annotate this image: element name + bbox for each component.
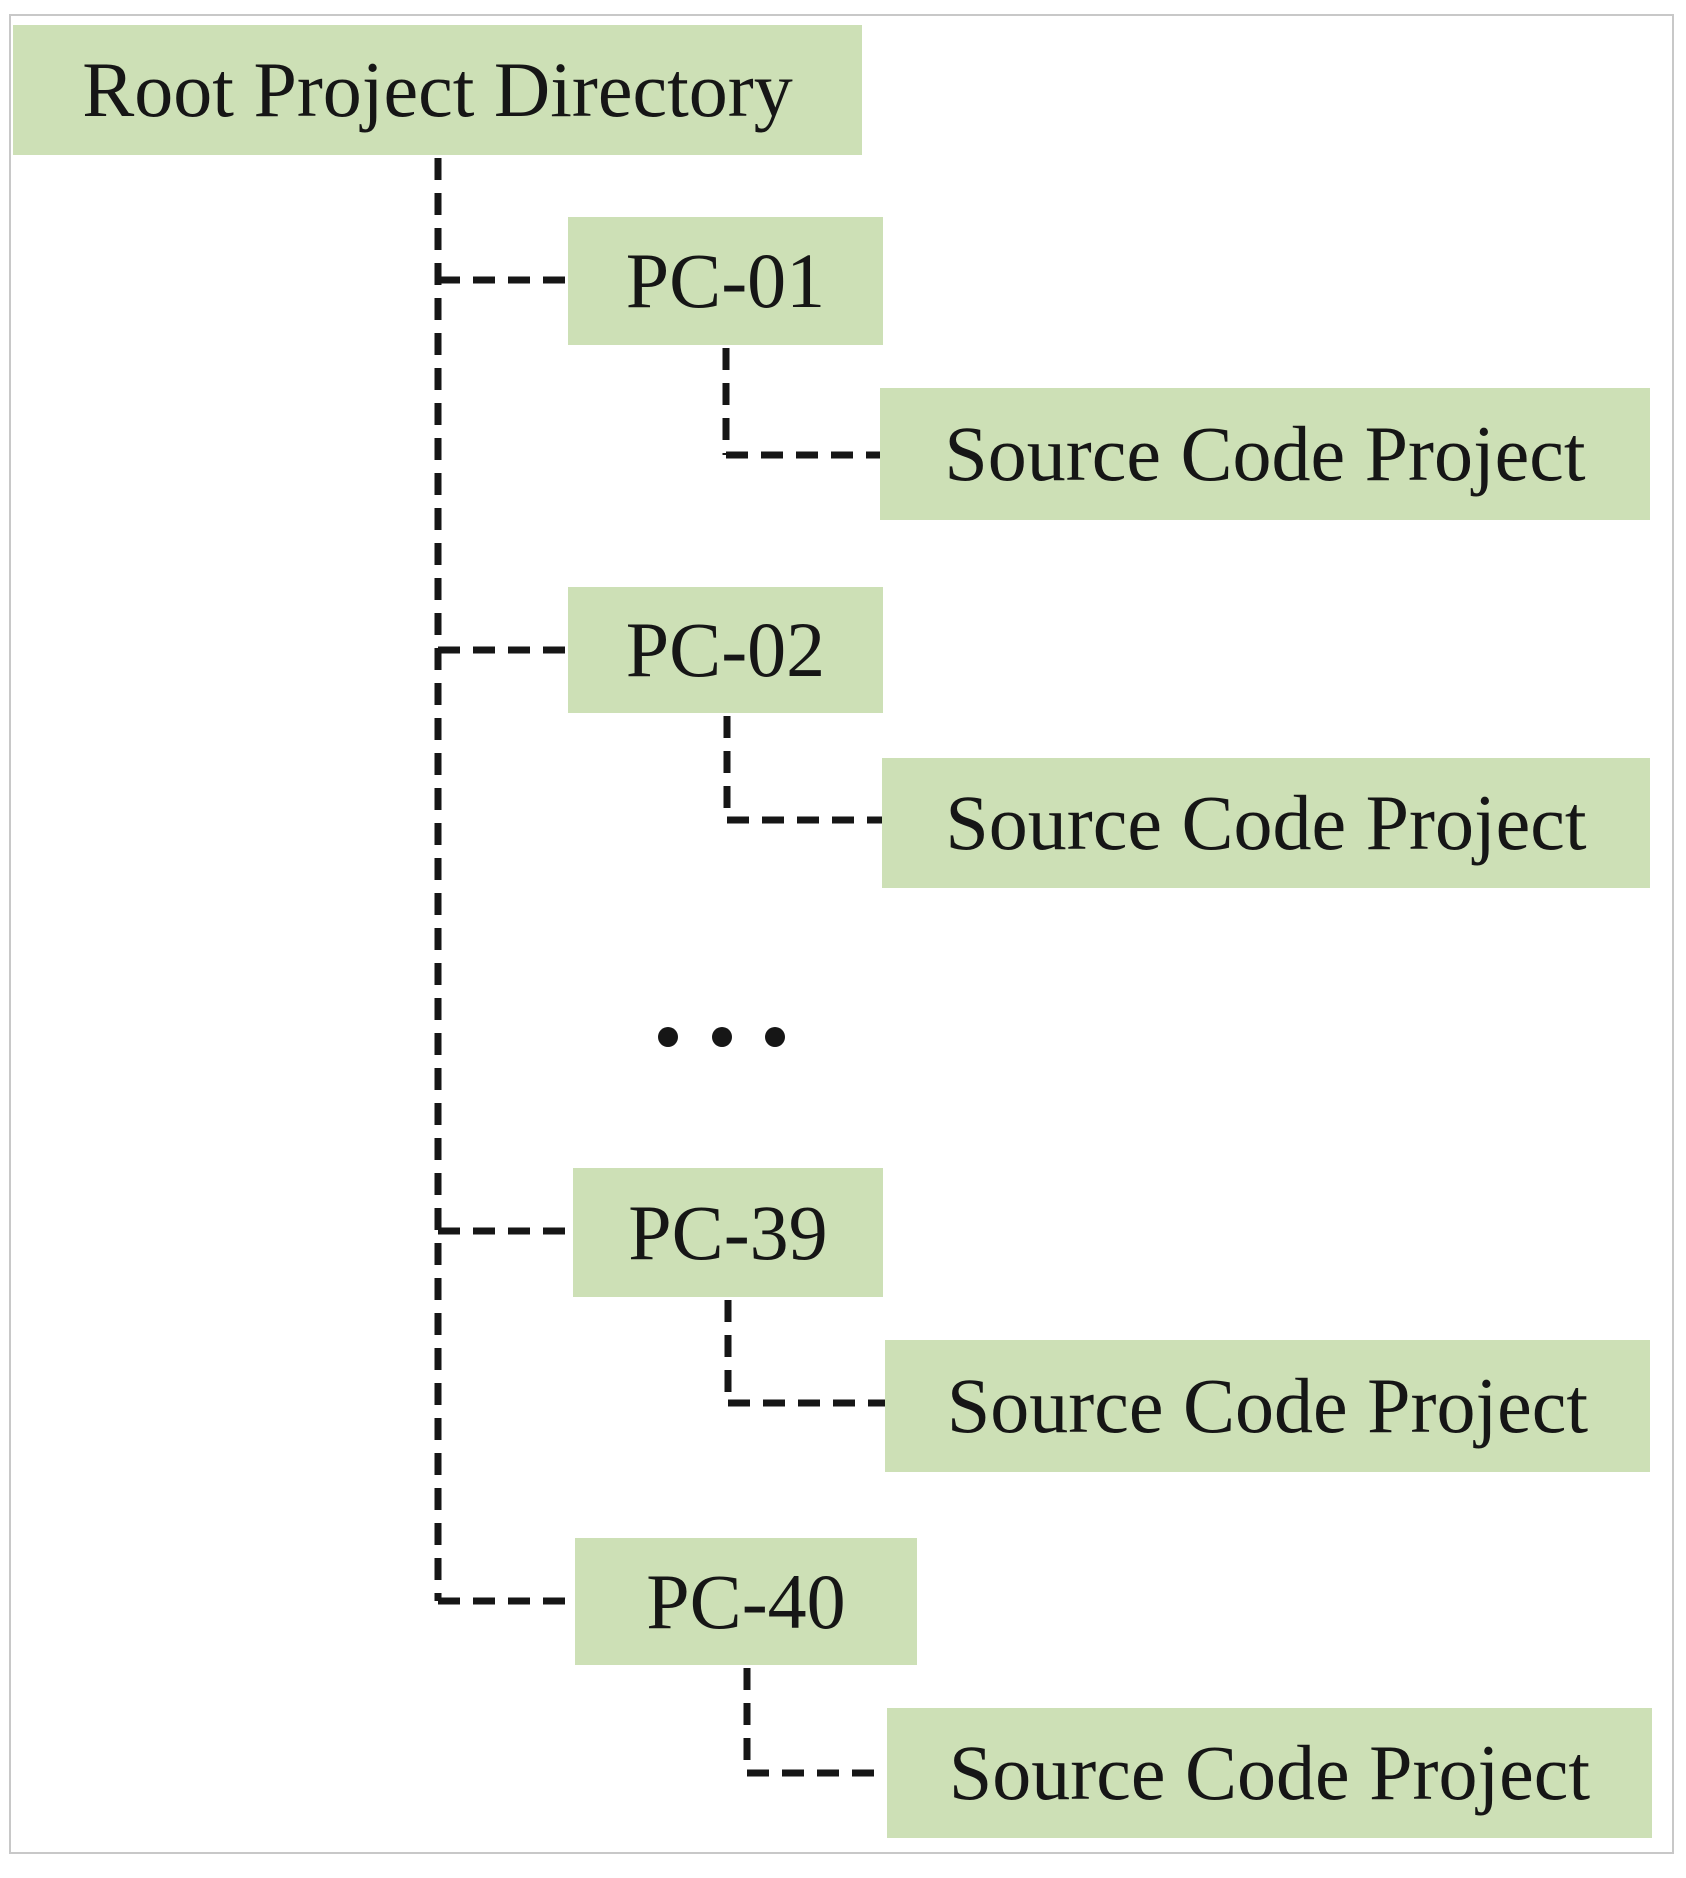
node-source-code-project-2: Source Code Project bbox=[882, 758, 1650, 888]
node-source-code-project-1: Source Code Project bbox=[880, 388, 1650, 520]
node-source-code-project-3: Source Code Project bbox=[885, 1340, 1650, 1472]
node-pc-02: PC-02 bbox=[568, 587, 883, 713]
node-source-code-project-4: Source Code Project bbox=[887, 1708, 1652, 1838]
node-pc-01: PC-01 bbox=[568, 217, 883, 345]
ellipsis-icon bbox=[658, 1027, 785, 1047]
node-pc-39: PC-39 bbox=[573, 1168, 883, 1297]
node-pc-40: PC-40 bbox=[575, 1538, 917, 1665]
node-root-project-directory: Root Project Directory bbox=[13, 25, 862, 155]
